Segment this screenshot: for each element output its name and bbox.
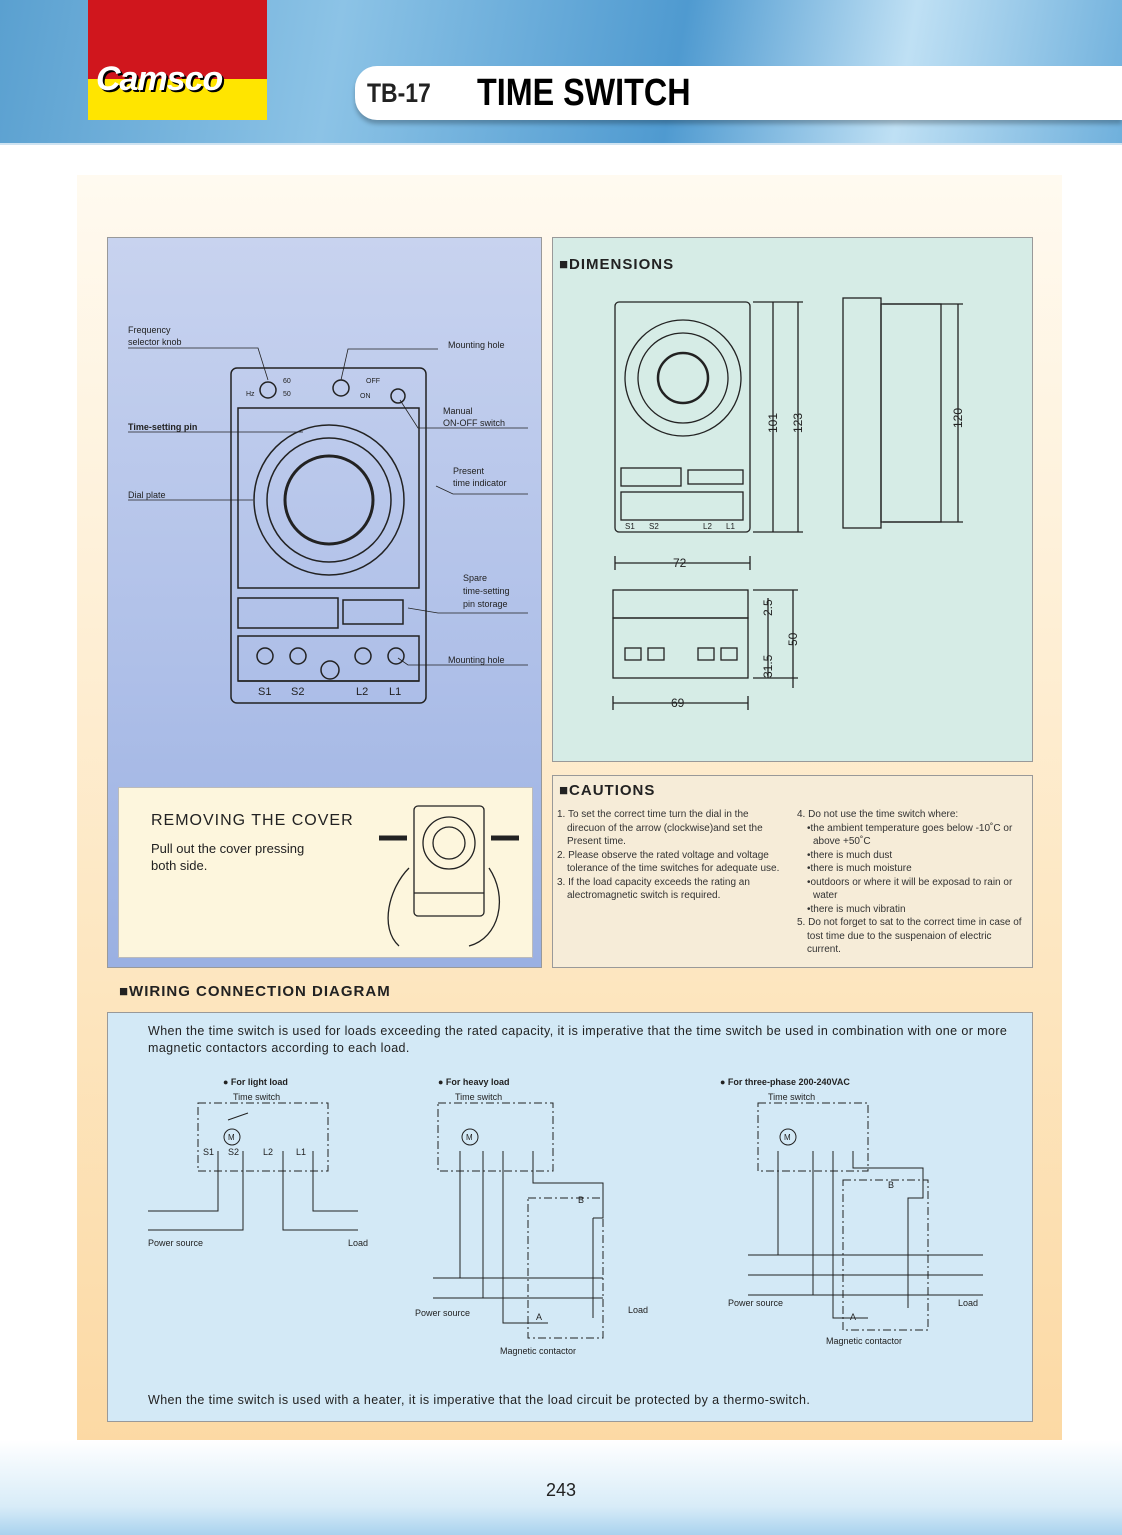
- terminal-l1: L1: [389, 686, 401, 698]
- three-time-switch-label: Time switch: [768, 1092, 815, 1102]
- label-spare: Spare: [463, 573, 487, 583]
- heavy-power-label: Power source: [415, 1308, 470, 1318]
- caution-bullet: •there is much moisture: [807, 863, 912, 874]
- model-code: TB-17: [367, 78, 431, 108]
- caution-bullet: •there is much dust: [807, 849, 893, 861]
- terminal-l1: L1: [296, 1147, 306, 1157]
- page-number: 243: [545, 1480, 577, 1500]
- label-mounting-hole-bottom: Mounting hole: [448, 655, 505, 665]
- dimensions-panel: ■DIMENSIONS 72 69 101 123 120 2.5 31.5 5…: [552, 237, 1033, 762]
- page-header: Camsco TB-17 TIME SWITCH: [0, 0, 1122, 145]
- three-a-label: A: [850, 1312, 856, 1322]
- dim-h-side: 120: [951, 408, 965, 428]
- terminal-l2: L2: [356, 686, 368, 698]
- caution-bullet: •the ambient temperature goes below -10˚…: [807, 822, 1013, 848]
- caution-1: 1. To set the correct time turn the dial…: [557, 809, 763, 847]
- mark-hz: Hz: [246, 391, 255, 398]
- wiring-title: ■WIRING CONNECTION DIAGRAM: [119, 983, 391, 1000]
- terminal-l2: L2: [263, 1147, 273, 1157]
- dimensions-drawing: 72 69 101 123 120 2.5 31.5 50 S1 S2 L2 L…: [612, 297, 965, 710]
- light-load-label: Load: [348, 1238, 368, 1248]
- cover-text: Pull out the cover pressing both side.: [151, 841, 305, 873]
- device-diagram-panel: Frequency selector knob Mounting hole Ti…: [107, 237, 542, 968]
- label-time-setting: time-setting: [463, 586, 510, 596]
- wiring-panel: When the time switch is used for loads e…: [107, 1012, 1033, 1422]
- heavy-time-switch-label: Time switch: [455, 1092, 502, 1102]
- cover-title: REMOVING THE COVER: [151, 812, 354, 829]
- light-load-title: ● For light load: [223, 1077, 288, 1087]
- dim-width: 72: [673, 556, 687, 570]
- mark-on: ON: [360, 393, 371, 400]
- label-on-off-switch: ON-OFF switch: [443, 418, 505, 428]
- label-present: Present: [453, 466, 485, 476]
- label-dial-plate: Dial plate: [128, 490, 166, 500]
- three-load-label: Load: [958, 1298, 978, 1308]
- terminal-s1: S1: [203, 1147, 214, 1157]
- caution-5: 5. Do not forget to sat to the correct t…: [797, 917, 1022, 955]
- logo-text: Camsco: [96, 60, 223, 98]
- motor-label: M: [228, 1133, 235, 1142]
- motor-label: M: [784, 1133, 791, 1142]
- three-power-label: Power source: [728, 1298, 783, 1308]
- three-b-label: B: [888, 1180, 894, 1190]
- camsco-logo: Camsco: [88, 0, 267, 120]
- footer-wave: [0, 1440, 1122, 1535]
- light-time-switch-label: Time switch: [233, 1092, 280, 1102]
- terminal-s2: S2: [291, 686, 304, 698]
- dim-terminal-l1: L1: [726, 522, 735, 531]
- title-bar: TB-17 TIME SWITCH: [355, 66, 1122, 120]
- dimensions-title: ■DIMENSIONS: [559, 256, 675, 273]
- caution-4: 4. Do not use the time switch where:: [797, 809, 959, 820]
- motor-label: M: [466, 1133, 473, 1142]
- hand-illustration: [379, 805, 519, 947]
- dim-top-gap: 2.5: [761, 599, 775, 616]
- label-frequency: Frequency: [128, 325, 171, 335]
- heavy-a-label: A: [536, 1312, 542, 1322]
- label-pin-storage: pin storage: [463, 599, 508, 609]
- label-selector-knob: selector knob: [128, 337, 182, 347]
- page-title: TIME SWITCH: [477, 72, 691, 114]
- device-diagram: Frequency selector knob Mounting hole Ti…: [128, 325, 528, 704]
- dim-terminal-s2: S2: [649, 522, 659, 531]
- wiring-diagrams: ● For light load ● For heavy load ● For …: [148, 1077, 983, 1356]
- content-area: Frequency selector knob Mounting hole Ti…: [77, 175, 1062, 1445]
- cautions-right-column: 4. Do not use the time switch where: •th…: [797, 808, 1022, 957]
- terminal-s1: S1: [258, 686, 271, 698]
- dim-h-total: 123: [791, 413, 805, 433]
- three-contactor-label: Magnetic contactor: [826, 1336, 902, 1346]
- dim-depth-a: 31.5: [761, 654, 775, 678]
- heavy-contactor-label: Magnetic contactor: [500, 1346, 576, 1356]
- wiring-intro: When the time switch is used for loads e…: [148, 1024, 1008, 1055]
- dim-terminal-l2: L2: [703, 522, 712, 531]
- heavy-load-label: Load: [628, 1305, 648, 1315]
- label-manual: Manual: [443, 406, 473, 416]
- three-phase-title: ● For three-phase 200-240VAC: [720, 1077, 850, 1087]
- dim-width-bottom: 69: [671, 696, 685, 710]
- heavy-b-label: B: [578, 1195, 584, 1205]
- mark-60: 60: [283, 378, 291, 385]
- light-power-label: Power source: [148, 1238, 203, 1248]
- terminal-s2: S2: [228, 1147, 239, 1157]
- caution-bullet: •there is much vibratin: [807, 903, 906, 915]
- caution-2: 2. Please observe the rated voltage and …: [557, 849, 780, 875]
- wiring-footer: When the time switch is used with a heat…: [148, 1393, 811, 1407]
- mark-50: 50: [283, 391, 291, 398]
- cautions-title: ■CAUTIONS: [559, 782, 656, 799]
- dim-terminal-s1: S1: [625, 522, 635, 531]
- label-mounting-hole-top: Mounting hole: [448, 340, 505, 350]
- removing-cover-box: REMOVING THE COVER Pull out the cover pr…: [118, 787, 533, 958]
- caution-bullet: •outdoors or where it will be exposad to…: [807, 876, 1013, 902]
- dim-h-body: 101: [766, 413, 780, 433]
- dim-depth-total: 50: [786, 632, 800, 646]
- label-time-indicator: time indicator: [453, 478, 507, 488]
- label-time-setting-pin: Time-setting pin: [128, 422, 197, 432]
- heavy-load-title: ● For heavy load: [438, 1077, 509, 1087]
- mark-off: OFF: [366, 378, 380, 385]
- cautions-left-column: 1. To set the correct time turn the dial…: [557, 808, 782, 903]
- caution-3: 3. If the load capacity exceeds the rati…: [557, 876, 750, 902]
- cautions-panel: ■CAUTIONS 1. To set the correct time tur…: [552, 775, 1033, 968]
